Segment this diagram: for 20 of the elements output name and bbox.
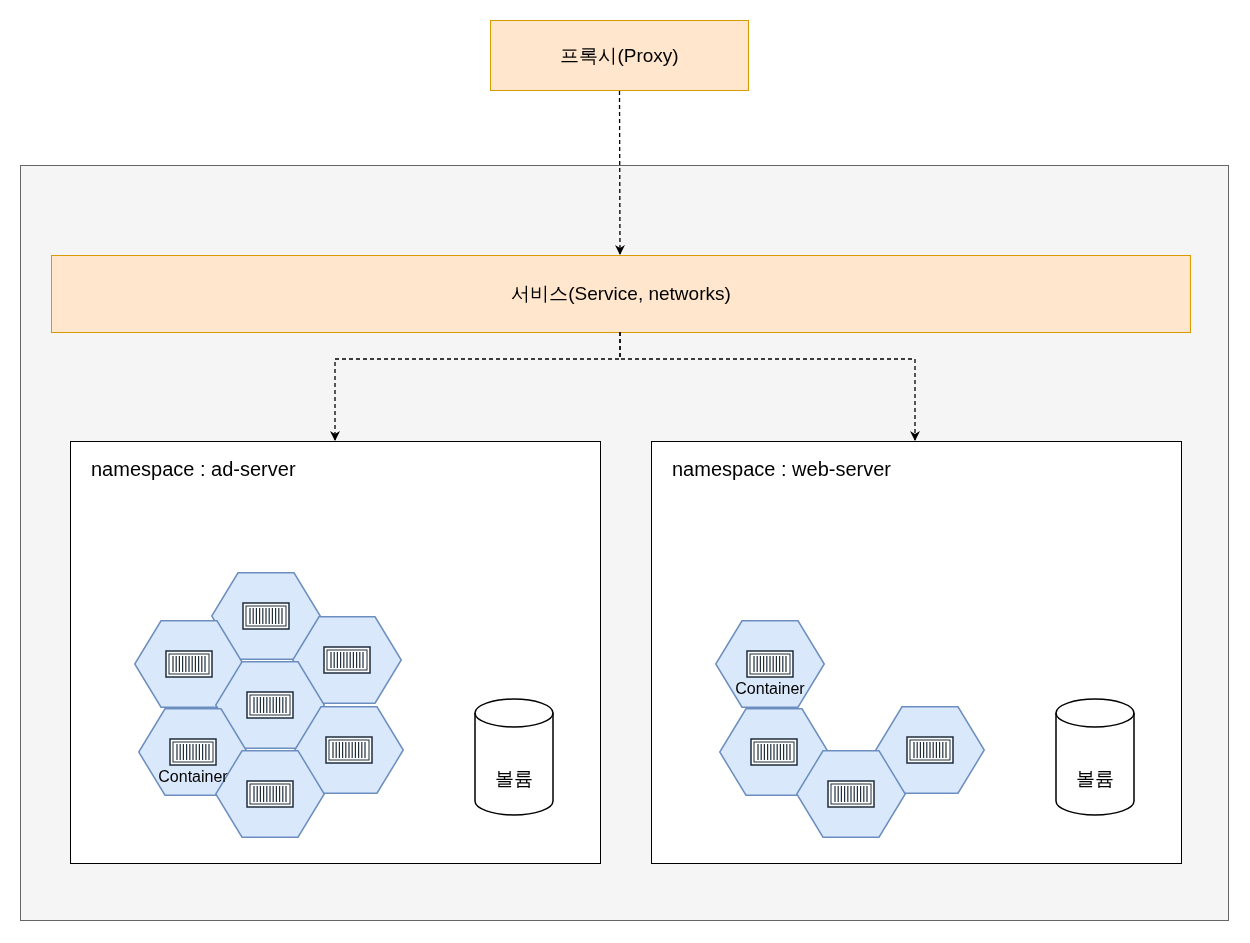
namespace-title: namespace : web-server	[672, 458, 891, 481]
hexagon-node	[294, 706, 404, 794]
process-box	[490, 20, 749, 91]
container-label: Container	[158, 768, 228, 786]
hexagon-node	[715, 620, 825, 708]
process-box	[51, 255, 1191, 333]
box-label: 서비스(Service, networks)	[511, 282, 731, 306]
hexagon-node	[134, 620, 244, 708]
arrow	[614, 90, 625, 255]
volume-label: 볼륨	[495, 767, 533, 791]
container-panel	[20, 165, 1229, 921]
container-label: Container	[735, 680, 805, 698]
hexagon-node	[875, 706, 985, 794]
namespace-title: namespace : ad-server	[91, 458, 296, 481]
hexagon-node	[796, 750, 906, 838]
arrow	[619, 331, 920, 441]
namespace-box	[70, 441, 601, 864]
namespace-box	[651, 441, 1182, 864]
volume-label: 볼륨	[1076, 767, 1114, 791]
box-label: 프록시(Proxy)	[560, 43, 679, 68]
